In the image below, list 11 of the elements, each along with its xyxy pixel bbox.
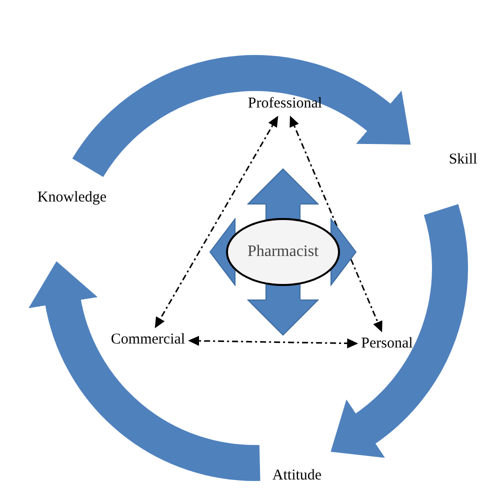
arrow: [154, 116, 278, 328]
curved-arrow: [332, 205, 468, 456]
node-label: Commercial: [110, 332, 186, 348]
node-label: Skill: [448, 152, 478, 168]
node-label: Personal: [361, 336, 413, 352]
node-label: Attitude: [272, 468, 322, 484]
arrow: [188, 336, 358, 348]
node-label: Knowledge: [37, 190, 107, 206]
node-label: Professional: [248, 96, 322, 112]
curved-arrow: [72, 55, 412, 178]
ellipse-node: Pharmacist: [226, 218, 340, 286]
